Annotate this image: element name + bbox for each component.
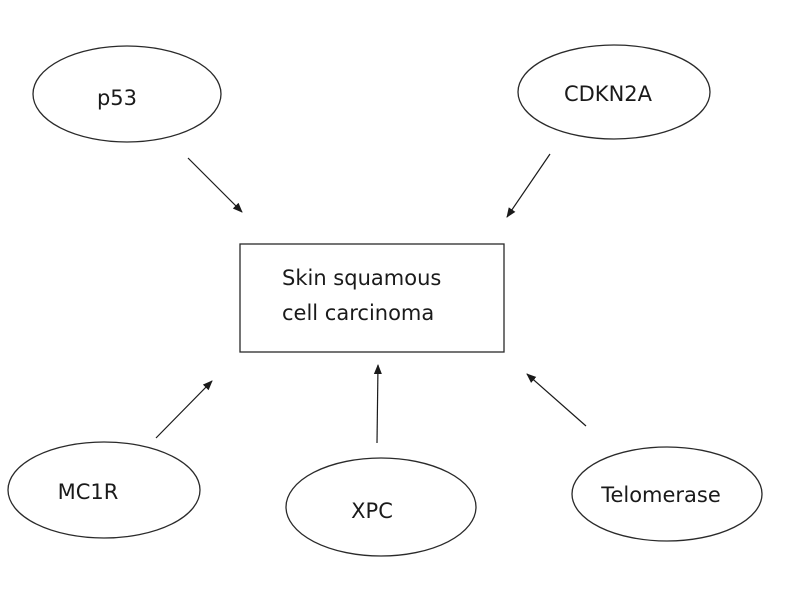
center-label-line2: cell carcinoma <box>282 301 434 325</box>
node-xpc: XPC <box>285 457 477 557</box>
node-cdkn2a: CDKN2A <box>517 44 711 140</box>
node-xpc-ellipse <box>285 457 477 557</box>
node-p53: p53 <box>32 45 222 143</box>
node-p53-label: p53 <box>97 86 137 110</box>
arrow-cdkn2a-to-center <box>506 153 551 218</box>
node-cdkn2a-label: CDKN2A <box>564 82 653 106</box>
node-telomerase-label: Telomerase <box>600 483 721 507</box>
node-telomerase: Telomerase <box>571 446 763 542</box>
arrow-mc1r-to-center <box>155 380 213 439</box>
node-p53-ellipse <box>32 45 222 143</box>
node-telomerase-ellipse <box>571 446 763 542</box>
node-xpc-label: XPC <box>351 499 393 523</box>
node-mc1r-label: MC1R <box>58 480 119 504</box>
node-cdkn2a-ellipse <box>517 44 711 140</box>
center-box <box>239 243 505 353</box>
center-node: Skin squamous cell carcinoma <box>239 243 505 353</box>
arrow-p53-to-center <box>187 157 243 213</box>
arrow-xpc-to-center <box>373 364 382 444</box>
arrow-telomerase-to-center <box>526 373 587 427</box>
node-mc1r-ellipse <box>7 441 201 539</box>
center-label-line1: Skin squamous <box>282 266 441 290</box>
node-mc1r: MC1R <box>7 441 201 539</box>
